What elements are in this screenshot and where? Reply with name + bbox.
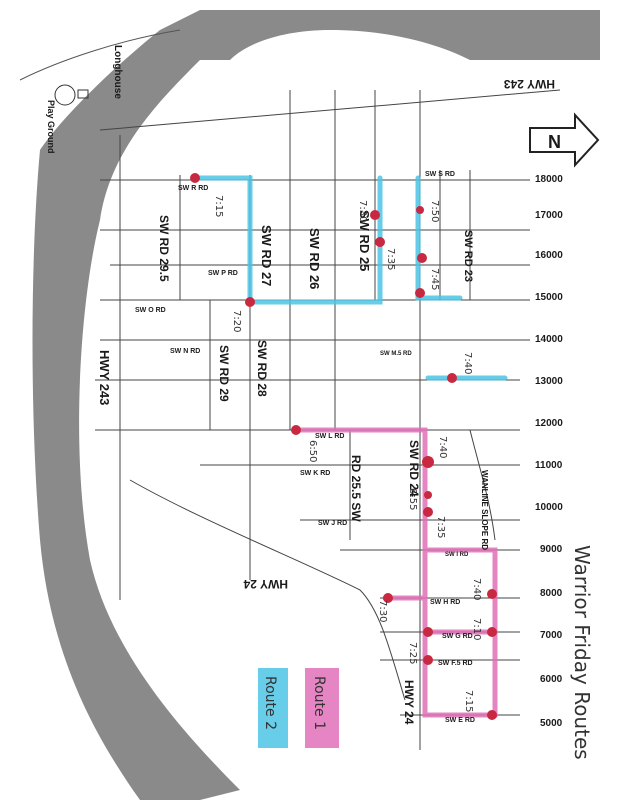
label-rd28: SW RD 28 <box>255 340 269 397</box>
grid-8000: 8000 <box>540 588 563 599</box>
label-n-rd: SW N RD <box>170 348 200 355</box>
grid-5000: 5000 <box>540 718 563 729</box>
legend-route1-swatch <box>305 668 339 748</box>
grid-15000: 15000 <box>535 292 563 303</box>
time-6: 7:40 <box>462 352 473 374</box>
grid-18000: 18000 <box>535 174 563 185</box>
label-rd25-5: RD 25.5 SW <box>349 455 363 522</box>
grid-11000: 11000 <box>535 460 563 471</box>
label-i-rd: SW I RD <box>445 552 469 558</box>
playground-marker <box>54 84 89 106</box>
legend-route2-swatch <box>258 668 288 748</box>
label-s-rd: SW S RD <box>425 171 455 178</box>
stop-markers <box>190 173 497 720</box>
shore-top-left <box>19 29 181 81</box>
label-l-rd: SW L RD <box>315 433 344 440</box>
label-e-rd: SW E RD <box>445 717 475 724</box>
time-15: 7:15 <box>463 690 474 712</box>
title-handwritten: Warrior Friday Routes <box>570 545 594 760</box>
grid-numbers: 18000 17000 16000 15000 14000 13000 1200… <box>535 174 563 729</box>
grid-6000: 6000 <box>540 674 563 685</box>
grid-12000: 12000 <box>535 418 563 429</box>
time-9: 6:55 <box>407 488 418 510</box>
time-3: 7:50 <box>429 200 440 222</box>
label-g-rd: SW G RD <box>442 633 473 640</box>
road-grid <box>95 89 561 750</box>
grid-17000: 17000 <box>535 210 563 221</box>
time-12: 7:40 <box>471 578 482 600</box>
label-rd29-5: SW RD 29.5 <box>157 215 171 282</box>
label-rd23: SW RD 23 <box>462 230 474 282</box>
time-2: 7:35 <box>385 248 396 270</box>
label-rd27: SW RD 27 <box>259 225 274 286</box>
north-arrow: N <box>529 112 600 168</box>
label-r-rd: SW R RD <box>178 185 208 192</box>
label-ms-rd: SW M.5 RD <box>380 351 412 357</box>
time-14: 7:25 <box>407 642 418 664</box>
grid-7000: 7000 <box>540 630 563 641</box>
grid-13000: 13000 <box>535 376 563 387</box>
water-left <box>32 10 240 800</box>
label-p-rd: SW P RD <box>208 270 238 277</box>
label-o-rd: SW O RD <box>135 307 166 314</box>
time-0: 7:15 <box>213 195 224 217</box>
time-5: 7:20 <box>231 310 242 332</box>
grid-14000: 14000 <box>535 334 563 345</box>
label-hwy24-mid: HWY 24 <box>243 577 288 591</box>
label-h-rd: SW H RD <box>430 599 460 606</box>
time-10: 7:35 <box>435 516 446 538</box>
time-11: 7:30 <box>377 600 388 622</box>
time-8: 7:40 <box>437 436 448 458</box>
label-playground: Play Ground <box>46 100 56 154</box>
label-k-rd: SW K RD <box>300 470 330 477</box>
time-13: 7:10 <box>471 618 482 640</box>
label-hwy243-top: HWY 243 <box>504 77 555 91</box>
legend-route1-label: Route 1 <box>311 676 327 730</box>
label-wanline: WANLINE SLOPE RD <box>480 470 489 550</box>
label-longhouse: Longhouse <box>112 45 123 99</box>
north-label: N <box>548 132 561 152</box>
label-rd29: SW RD 29 <box>217 345 231 402</box>
label-j-rd: SW J RD <box>318 520 347 527</box>
stop-times: 7:15 7:30 7:35 7:50 7:45 7:20 7:40 6:50 … <box>213 195 482 712</box>
time-4: 7:45 <box>429 268 440 290</box>
time-1: 7:30 <box>357 200 368 222</box>
grid-10000: 10000 <box>535 502 563 513</box>
time-7: 6:50 <box>307 440 318 462</box>
water-top <box>200 10 600 60</box>
label-hwy243-left: HWY 243 <box>97 350 112 405</box>
route-2-path <box>192 175 508 381</box>
label-hwy24-bottom: HWY 24 <box>402 680 416 725</box>
grid-9000: 9000 <box>540 544 563 555</box>
legend-route2-label: Route 2 <box>262 676 278 730</box>
grid-16000: 16000 <box>535 250 563 261</box>
label-rd24: SW RD 24 <box>407 440 421 497</box>
label-f5-rd: SW F.5 RD <box>438 660 473 667</box>
label-rd25: SW RD 25 <box>357 210 372 271</box>
label-rd26: SW RD 26 <box>307 228 322 289</box>
legend: Route 2 Route 1 <box>258 668 339 748</box>
